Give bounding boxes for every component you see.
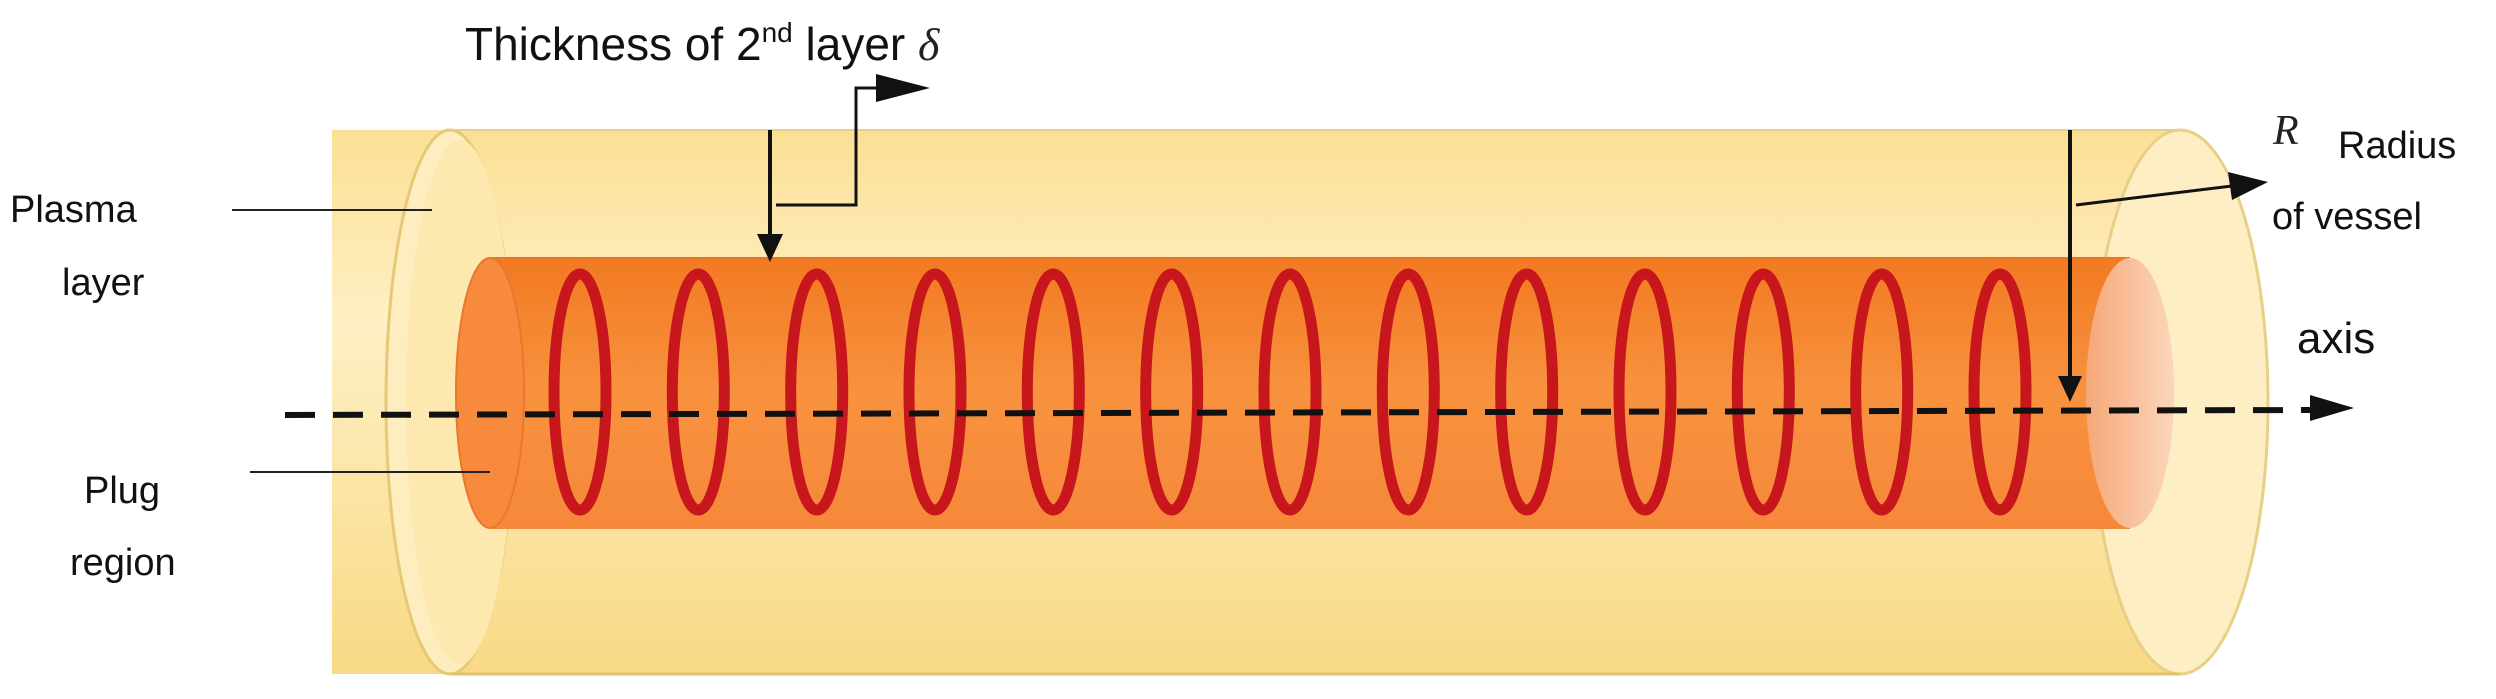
ring: [1140, 268, 1204, 516]
thickness-right-arrowhead: [876, 74, 930, 102]
radius-diagonal-arrowhead: [2228, 172, 2268, 200]
axis-line: [284, 407, 2311, 418]
delta-symbol: δ: [918, 19, 940, 70]
inner-cylinder-right-cap: [2086, 258, 2174, 528]
inner-cylinder-left-cap: [455, 257, 525, 529]
thickness-elbow-line: [776, 86, 880, 207]
ring: [1495, 268, 1559, 516]
axis-arrowhead: [2310, 395, 2354, 421]
radius-down-arrowhead: [2058, 376, 2082, 402]
plasma-label-line2: layer: [62, 262, 145, 304]
ring: [666, 268, 730, 516]
ring: [785, 268, 849, 516]
thickness-label: Thickness of 2nd layer δ: [465, 17, 940, 70]
radius-diagonal-line: [2075, 184, 2233, 207]
ring: [1376, 268, 1440, 516]
radius-symbol: R: [2272, 108, 2299, 154]
radius-label-line2: of vessel: [2272, 196, 2422, 238]
thickness-down-arrowhead: [757, 234, 783, 262]
ring: [1021, 268, 1085, 516]
radius-label-line1: Radius: [2338, 125, 2456, 167]
plug-label-line1: Plug: [84, 470, 160, 512]
plug-label-line2: region: [70, 542, 176, 584]
plasma-label-line1: Plasma: [10, 189, 138, 231]
ring: [1613, 268, 1677, 516]
axis-label: axis: [2297, 314, 2375, 363]
ring: [548, 268, 612, 516]
ring-group: [548, 268, 2032, 516]
ring: [903, 268, 967, 516]
ring: [1731, 268, 1795, 516]
ring: [1850, 268, 1914, 516]
thickness-pointer: [757, 74, 930, 262]
ring: [1968, 268, 2032, 516]
ring: [1258, 268, 1322, 516]
radius-pointer: [2058, 130, 2268, 402]
